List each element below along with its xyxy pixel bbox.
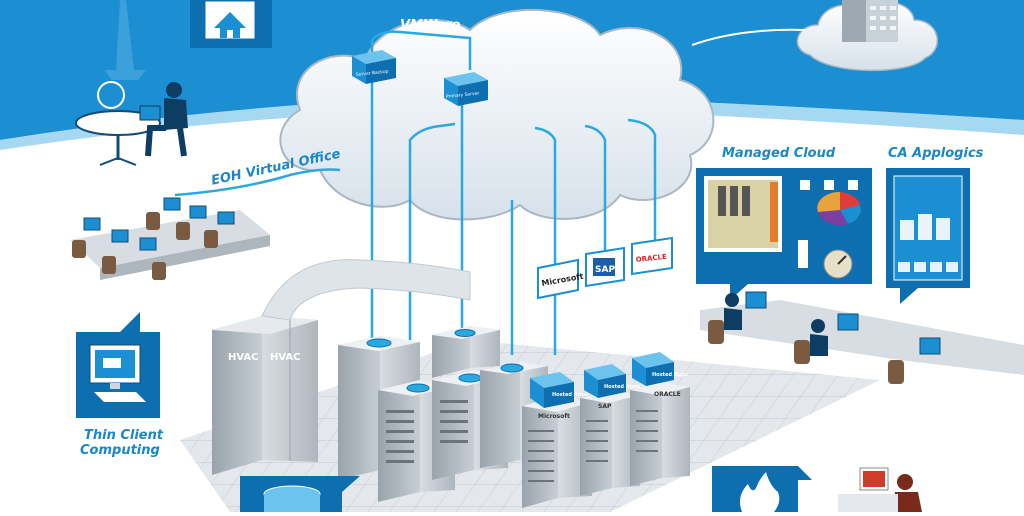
- sap-sign-label: SAP: [595, 265, 615, 275]
- vmware-label: VMWare: [400, 18, 461, 33]
- server-backup-box: [352, 50, 396, 84]
- office-monitors: [83, 197, 235, 251]
- hosted-apps-label-1: Hosted Apps: [552, 392, 588, 398]
- vmware-connection-lines: [174, 30, 657, 370]
- hosted-apps-label-3: Hosted Apps: [652, 372, 688, 378]
- house-window-icon: [190, 0, 272, 48]
- office-workers-right: [700, 291, 1024, 384]
- office-chairs: [72, 212, 218, 280]
- tower-silhouette: [104, 0, 146, 80]
- primary-server-box: [444, 72, 488, 106]
- ca-applogics-label: CA Applogics: [888, 146, 984, 161]
- oracle-sign-label: ORACLE: [635, 253, 667, 264]
- ca-applogics-panel: [886, 168, 970, 304]
- server-backup-label: Server Backup: [356, 69, 389, 78]
- hosted-apps-label-2: Hosted Apps: [604, 384, 640, 390]
- hvac-label-2: HVAC: [270, 352, 301, 363]
- thin-client-label: Thin Client: [84, 428, 164, 443]
- managed-cloud-label: Managed Cloud: [722, 146, 836, 161]
- oracle-sign: ORACLE: [631, 236, 673, 276]
- remote-worker-cafe: [75, 81, 188, 166]
- hosted-app-rack-sap: SAP: [580, 364, 640, 496]
- primary-server-label: Primary Server: [446, 90, 480, 99]
- sap-rack-label: SAP: [598, 403, 612, 410]
- computing-label: Computing: [80, 443, 160, 458]
- microsoft-rack-label: Microsoft: [538, 413, 570, 420]
- hvac-units: HVAC HVAC: [212, 259, 471, 475]
- oracle-rack-label: ORACLE: [654, 391, 681, 398]
- bottom-firewall-panel: [712, 466, 812, 512]
- vendor-signs: Microsoft SAP ORACLE: [537, 236, 673, 300]
- hosted-app-rack-oracle: ORACLE: [630, 352, 690, 486]
- remote-datacenter-cloud: [691, 0, 938, 72]
- hvac-label-1: HVAC: [228, 352, 259, 363]
- managed-cloud-panel: [696, 168, 872, 300]
- sky-highlight: [0, 95, 1024, 150]
- eoh-virtual-office: [70, 197, 270, 280]
- bottom-right-worker: [838, 467, 922, 512]
- microsoft-sign: Microsoft: [537, 258, 584, 300]
- hosted-apps-racks: Microsoft SAP ORACLE Hosted Apps Hosted …: [522, 352, 690, 508]
- thin-client-panel: [76, 312, 160, 418]
- sap-sign: SAP: [585, 246, 625, 288]
- bottom-storage-panel: [240, 476, 360, 514]
- server-rack: [432, 326, 500, 378]
